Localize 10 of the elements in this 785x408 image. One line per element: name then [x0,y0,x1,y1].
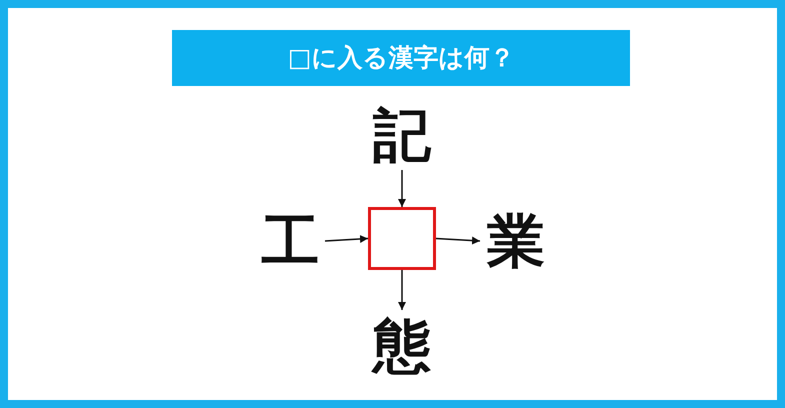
arrow [398,170,406,207]
arrow [398,270,406,310]
title-banner: □に入る漢字は何？ [172,30,630,86]
kanji-character: 記 [372,100,432,170]
kanji-character: 工 [256,210,325,272]
arrow [436,236,480,245]
kanji-character: 態 [372,310,432,382]
arrow [324,234,368,243]
kanji-character: 業 [480,210,552,272]
answer-box [368,207,436,270]
